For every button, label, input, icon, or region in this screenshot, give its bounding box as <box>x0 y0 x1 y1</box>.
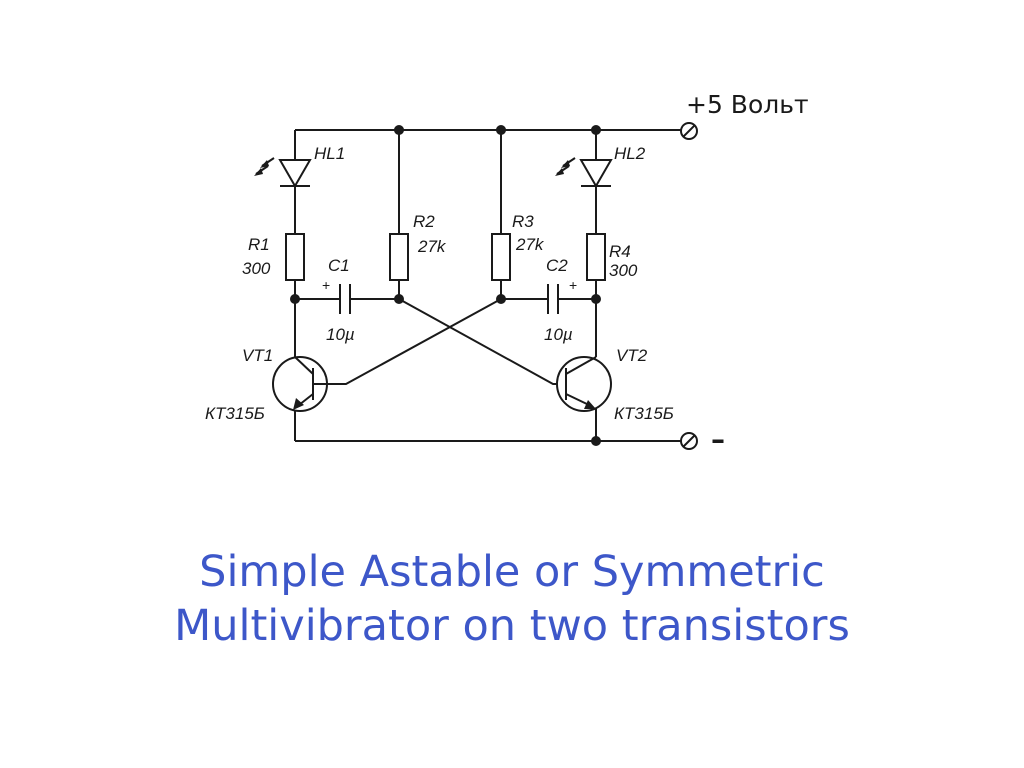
transistor-vt1 <box>272 356 328 412</box>
label-c1-value: 10µ <box>326 325 355 344</box>
caption-line-2: Multivibrator on two transistors <box>174 601 850 651</box>
terminal-positive <box>680 122 698 140</box>
resistor-r1 <box>285 233 305 281</box>
multivibrator-schematic: +5 Вольт – HL1 HL2 R1 300 R2 27k R3 27k … <box>205 90 809 456</box>
label-c2-name: C2 <box>546 256 568 275</box>
label-hl1: HL1 <box>314 144 345 163</box>
resistor-r4 <box>586 233 606 281</box>
label-r4-name: R4 <box>609 242 631 261</box>
terminal-negative <box>680 432 698 450</box>
label-r2-value: 27k <box>417 237 447 256</box>
label-hl2: HL2 <box>614 144 646 163</box>
supply-negative-label: – <box>711 423 725 456</box>
label-r1-name: R1 <box>248 235 270 254</box>
supply-positive-label: +5 Вольт <box>686 90 809 119</box>
junction-dots <box>290 125 601 446</box>
label-r3-name: R3 <box>512 212 534 231</box>
label-r2-name: R2 <box>413 212 435 231</box>
caption-line-1: Simple Astable or Symmetric <box>199 547 825 597</box>
capacitor-c2 <box>547 284 559 314</box>
diagram-caption: Simple Astable or Symmetric Multivibrato… <box>0 545 1024 653</box>
label-c2-polarity: + <box>569 277 577 293</box>
label-r1-value: 300 <box>242 259 271 278</box>
label-vt2-name: VT2 <box>616 346 648 365</box>
led-hl1 <box>254 157 312 189</box>
transistor-vt2 <box>556 356 612 412</box>
label-vt1-name: VT1 <box>242 346 273 365</box>
label-vt1-type: КТ315Б <box>205 404 265 423</box>
label-r4-value: 300 <box>609 261 638 280</box>
label-c1-polarity: + <box>322 277 330 293</box>
label-c1-name: C1 <box>328 256 350 275</box>
capacitor-c1 <box>339 284 351 314</box>
resistor-r2 <box>389 233 409 281</box>
label-vt2-type: КТ315Б <box>614 404 674 423</box>
resistor-r3 <box>491 233 511 281</box>
label-c2-value: 10µ <box>544 325 573 344</box>
label-r3-value: 27k <box>515 235 545 254</box>
led-hl2 <box>555 157 613 189</box>
